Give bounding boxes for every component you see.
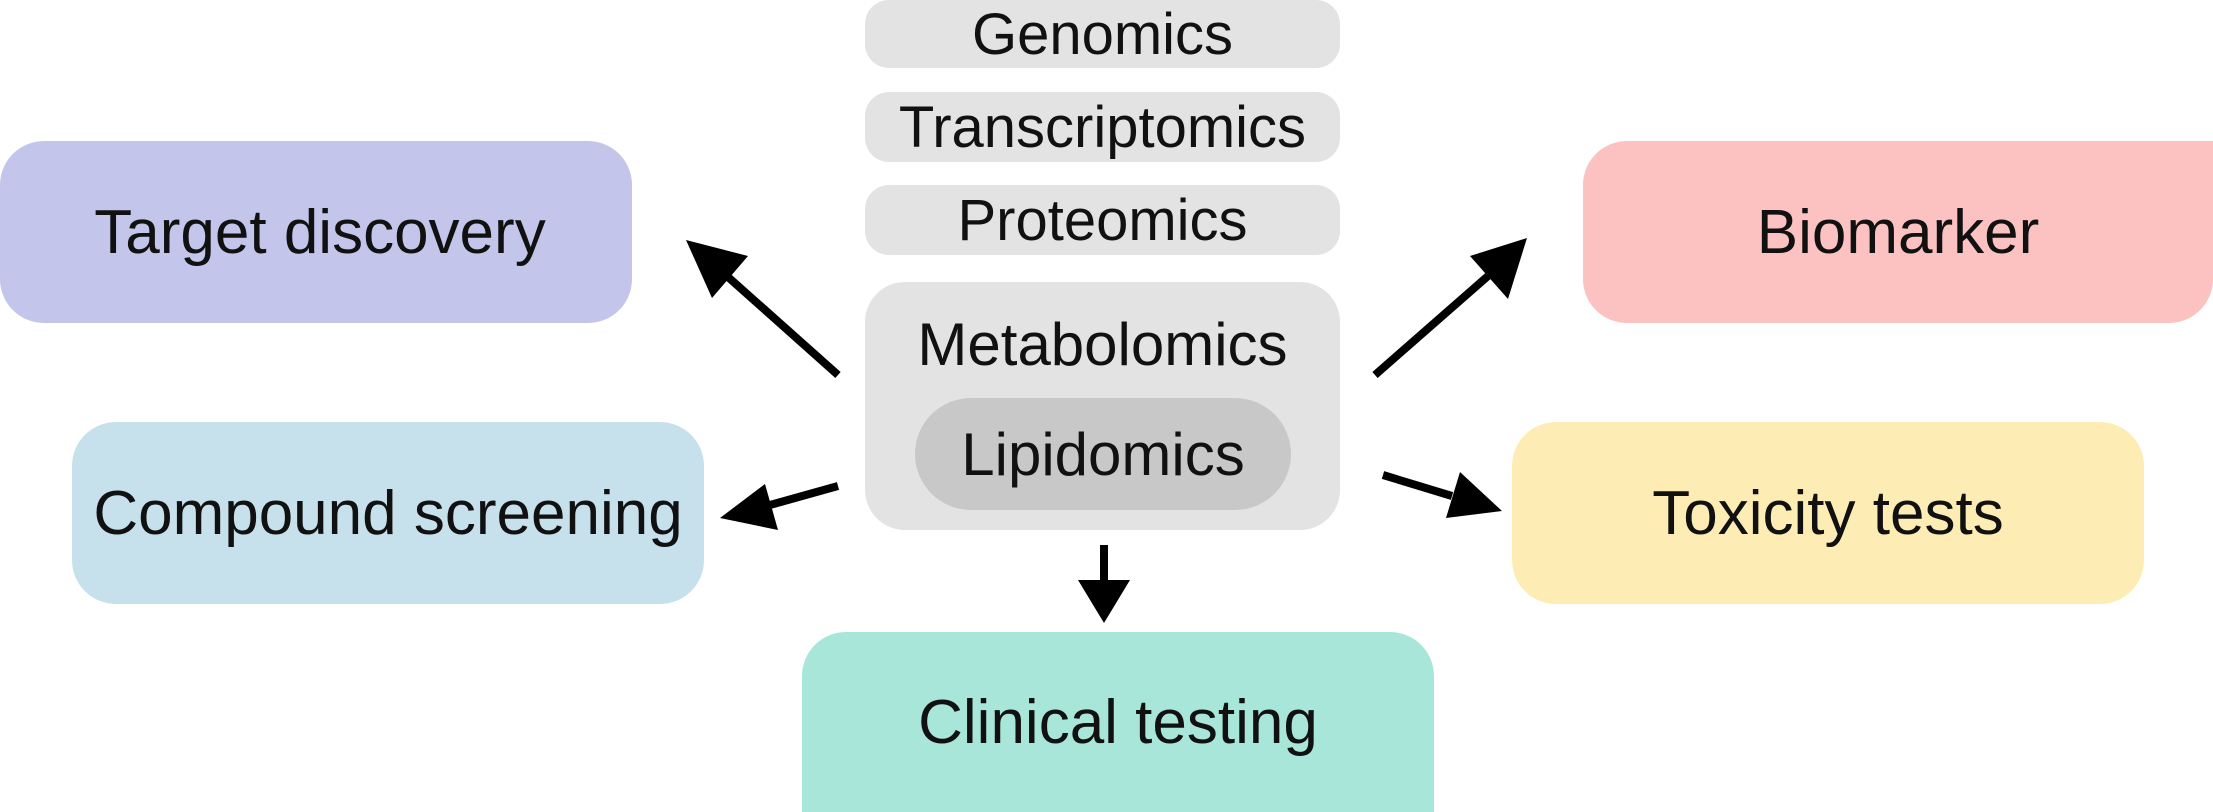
metabolomics-label: Metabolomics (917, 310, 1288, 378)
transcriptomics-box: Transcriptomics (865, 92, 1340, 162)
metabolomics-box: Metabolomics Lipidomics (865, 282, 1340, 530)
genomics-box: Genomics (865, 0, 1340, 68)
target-discovery-box: Target discovery (0, 141, 632, 323)
toxicity-tests-box: Toxicity tests (1512, 422, 2144, 604)
biomarker-box: Biomarker (1583, 141, 2213, 323)
proteomics-box: Proteomics (865, 185, 1340, 255)
proteomics-label: Proteomics (957, 187, 1248, 253)
genomics-label: Genomics (971, 1, 1234, 67)
target-discovery-label: Target discovery (94, 197, 546, 267)
arrow-to-toxicity-tests (1381, 471, 1502, 518)
clinical-testing-box: Clinical testing (802, 632, 1434, 812)
lipidomics-box: Lipidomics (915, 398, 1291, 510)
lipidomics-label: Lipidomics (961, 420, 1245, 488)
clinical-testing-label: Clinical testing (918, 687, 1318, 757)
arrow-to-target-discovery (686, 240, 841, 378)
toxicity-tests-label: Toxicity tests (1652, 478, 2004, 548)
arrow-to-biomarker (1372, 238, 1527, 379)
arrow-to-compound-screening (720, 482, 840, 530)
compound-screening-label: Compound screening (93, 478, 683, 548)
biomarker-label: Biomarker (1756, 197, 2040, 267)
arrow-to-clinical-testing (1078, 545, 1130, 623)
compound-screening-box: Compound screening (72, 422, 704, 604)
transcriptomics-label: Transcriptomics (898, 94, 1307, 160)
